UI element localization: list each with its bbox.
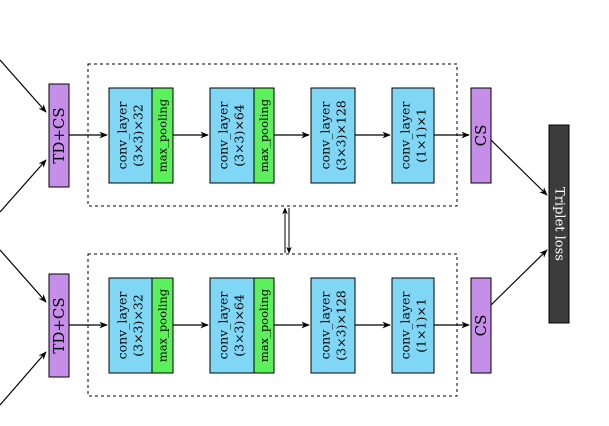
bottom-cs-label: CS — [472, 315, 490, 337]
bottom-block1-pool-label: max_pooling — [156, 288, 170, 362]
top-block2-dims: (3×3)×64 — [232, 104, 247, 167]
top-block1-pool-label: max_pooling — [156, 98, 170, 172]
top-block1-conv — [108, 87, 153, 184]
bottom-block3-conv — [310, 277, 356, 374]
top-block2-name: conv_layer — [216, 102, 231, 170]
top-cs-to-loss-arrow — [490, 139, 548, 196]
bottom-block3-name: conv_layer — [318, 292, 333, 360]
bottom-input-arrow-2 — [0, 351, 47, 406]
top-block3-conv — [310, 87, 356, 184]
bottom-block2-conv — [209, 277, 255, 374]
bottom-block2-pool-label: max_pooling — [257, 288, 271, 362]
triplet-loss-label: Triplet loss — [552, 187, 567, 261]
bottom-block4-dims: (1×1)×1 — [414, 298, 429, 353]
top-td-cs-label: TD+CS — [50, 107, 68, 163]
top-block4-dims: (1×1)×1 — [414, 108, 429, 163]
bottom-input-arrow-1 — [0, 249, 47, 303]
bottom-block1-conv — [108, 277, 153, 374]
bottom-block4-conv — [391, 277, 435, 374]
top-block1-dims: (3×3)×32 — [131, 104, 146, 167]
bottom-block1-name: conv_layer — [115, 292, 130, 360]
top-block1-name: conv_layer — [115, 102, 130, 170]
bottom-block1-dims: (3×3)×32 — [131, 294, 146, 357]
top-cs-box — [470, 87, 492, 184]
top-block4-name: conv_layer — [398, 102, 413, 170]
top-input-arrow-1 — [0, 59, 47, 113]
bottom-block2-dims: (3×3)×64 — [232, 294, 247, 357]
bottom-td-cs-label: TD+CS — [50, 297, 68, 353]
top-cs-label: CS — [472, 125, 490, 147]
top-block3-dims: (3×3)×128 — [334, 100, 349, 171]
top-block2-pool-label: max_pooling — [257, 98, 271, 172]
top-input-arrow-2 — [0, 159, 47, 213]
top-block3-name: conv_layer — [318, 102, 333, 170]
bottom-block4-name: conv_layer — [398, 292, 413, 360]
bottom-cs-box — [470, 277, 492, 374]
top-block4-conv — [391, 87, 435, 184]
triplet-loss-box — [548, 124, 570, 324]
bottom-block2-name: conv_layer — [216, 292, 231, 360]
bottom-cs-to-loss-arrow — [490, 249, 548, 306]
bottom-block3-dims: (3×3)×128 — [334, 290, 349, 361]
